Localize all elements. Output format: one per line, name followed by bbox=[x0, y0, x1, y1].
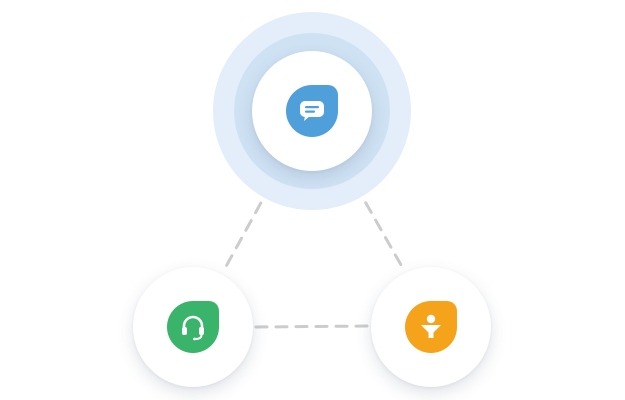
chat-bubble-icon bbox=[300, 101, 324, 121]
funnel-node[interactable] bbox=[371, 267, 491, 387]
headset-icon bbox=[182, 315, 204, 341]
person-funnel-icon bbox=[421, 314, 441, 338]
chat-badge bbox=[286, 85, 338, 137]
connector-left-right bbox=[254, 324, 372, 329]
support-badge bbox=[167, 301, 219, 353]
support-node[interactable] bbox=[133, 267, 253, 387]
funnel-badge bbox=[405, 301, 457, 353]
chat-node[interactable] bbox=[252, 51, 372, 171]
